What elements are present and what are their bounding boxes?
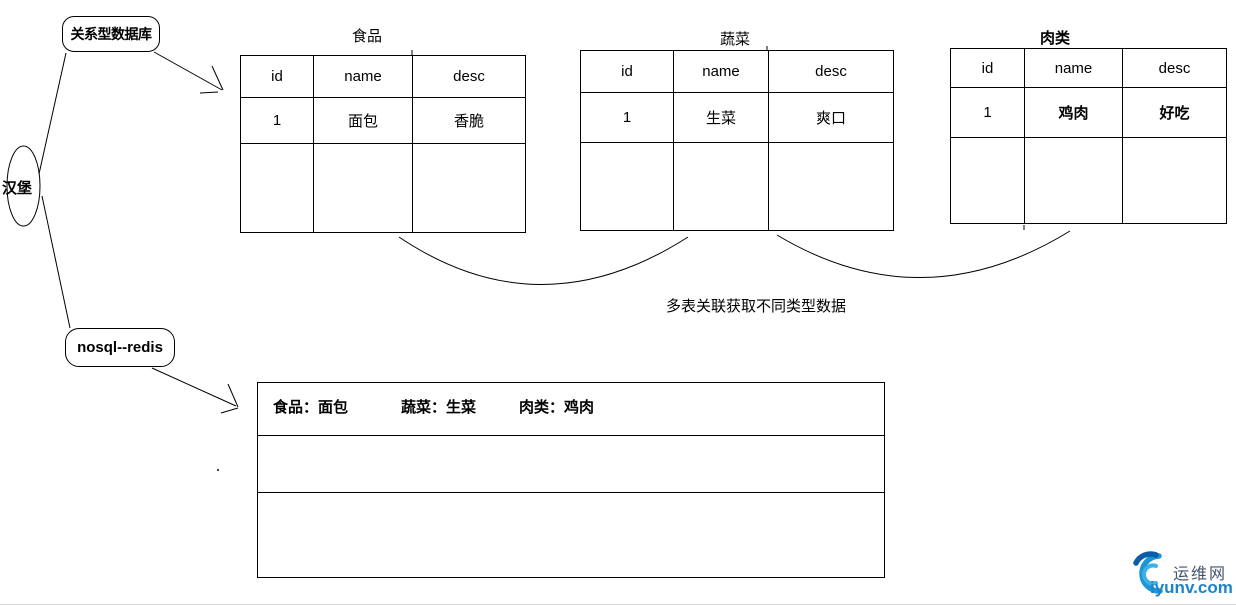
watermark-logo-icon	[1133, 551, 1163, 594]
join-curve-vegetable-meat	[776, 230, 1071, 278]
arrow-relational-barb-2	[199, 91, 219, 94]
column-header: name	[673, 50, 769, 93]
table-cell-empty	[313, 143, 413, 233]
table-cell-empty	[580, 142, 674, 231]
table-cell-empty	[950, 137, 1025, 224]
record-item-food: 食品：面包	[273, 399, 349, 416]
redis-record-table: 食品：面包 蔬菜：生菜 肉类：鸡肉	[257, 382, 885, 578]
table-cell-empty	[240, 143, 314, 233]
arrow-nosql-barb-1	[227, 383, 239, 408]
table-cell: 香脆	[412, 97, 526, 144]
connector-root-to-relational	[38, 52, 67, 175]
table-cell-empty	[1122, 137, 1227, 224]
table-cell: 生菜	[673, 92, 769, 143]
watermark-site-name: 运维网	[1173, 566, 1228, 583]
table-row: id name desc	[580, 50, 894, 93]
watermark-site-url: iyunv.com	[1150, 578, 1233, 597]
connector-root-to-nosql	[41, 195, 71, 329]
record-item-meat: 肉类：鸡肉	[519, 399, 595, 416]
table-row: id name desc	[950, 48, 1227, 88]
column-header: id	[240, 55, 314, 98]
table-cell-empty	[673, 142, 769, 231]
table-meat-title: 肉类	[1040, 30, 1071, 47]
arrow-relational-to-tables	[153, 51, 223, 91]
table-row	[580, 142, 894, 231]
table-row	[950, 137, 1227, 224]
dot-artifact	[217, 469, 219, 471]
join-curve-food-vegetable	[398, 236, 689, 285]
node-nosql-redis: nosql--redis	[65, 328, 175, 367]
table-food: id name desc 1 面包 香脆	[240, 55, 526, 233]
column-header: id	[950, 48, 1025, 88]
column-header: id	[580, 50, 674, 93]
redis-record-row: 食品：面包 蔬菜：生菜 肉类：鸡肉	[258, 383, 884, 436]
table-cell-empty	[768, 142, 894, 231]
table-vegetable-title: 蔬菜	[720, 31, 751, 48]
node-nosql-redis-label: nosql--redis	[77, 339, 163, 356]
node-relational-db: 关系型数据库	[62, 16, 160, 52]
table-food-title: 食品	[352, 28, 383, 45]
table-row: id name desc	[240, 55, 526, 98]
table-row: 1 鸡肉 好吃	[950, 87, 1227, 138]
redis-empty-row	[258, 493, 884, 578]
table-meat: id name desc 1 鸡肉 好吃	[950, 48, 1227, 224]
table-row: 1 生菜 爽口	[580, 92, 894, 143]
table-cell: 鸡肉	[1024, 87, 1123, 138]
column-header: desc	[768, 50, 894, 93]
record-item-vegetable: 蔬菜：生菜	[401, 399, 477, 416]
table-cell-empty	[412, 143, 526, 233]
table-cell: 1	[240, 97, 314, 144]
table-cell: 1	[950, 87, 1025, 138]
arrow-relational-barb-1	[211, 65, 224, 91]
table-row: 1 面包 香脆	[240, 97, 526, 144]
note-multi-table-join: 多表关联获取不同类型数据	[666, 298, 847, 315]
table-row	[240, 143, 526, 233]
table-cell: 1	[580, 92, 674, 143]
table-cell: 面包	[313, 97, 413, 144]
column-header: name	[1024, 48, 1123, 88]
watermark: 运维网 iyunv.com	[1128, 547, 1236, 605]
table-cell: 好吃	[1122, 87, 1227, 138]
table-cell: 爽口	[768, 92, 894, 143]
node-hamburger-label: 汉堡	[2, 180, 33, 197]
node-relational-db-label: 关系型数据库	[70, 26, 153, 42]
arrow-nosql-barb-2	[220, 407, 239, 414]
column-header: desc	[412, 55, 526, 98]
table-vegetable: id name desc 1 生菜 爽口	[580, 50, 894, 231]
table-cell-empty	[1024, 137, 1123, 224]
column-header: name	[313, 55, 413, 98]
arrow-nosql-to-record	[151, 367, 237, 407]
column-header: desc	[1122, 48, 1227, 88]
redis-empty-row	[258, 436, 884, 493]
